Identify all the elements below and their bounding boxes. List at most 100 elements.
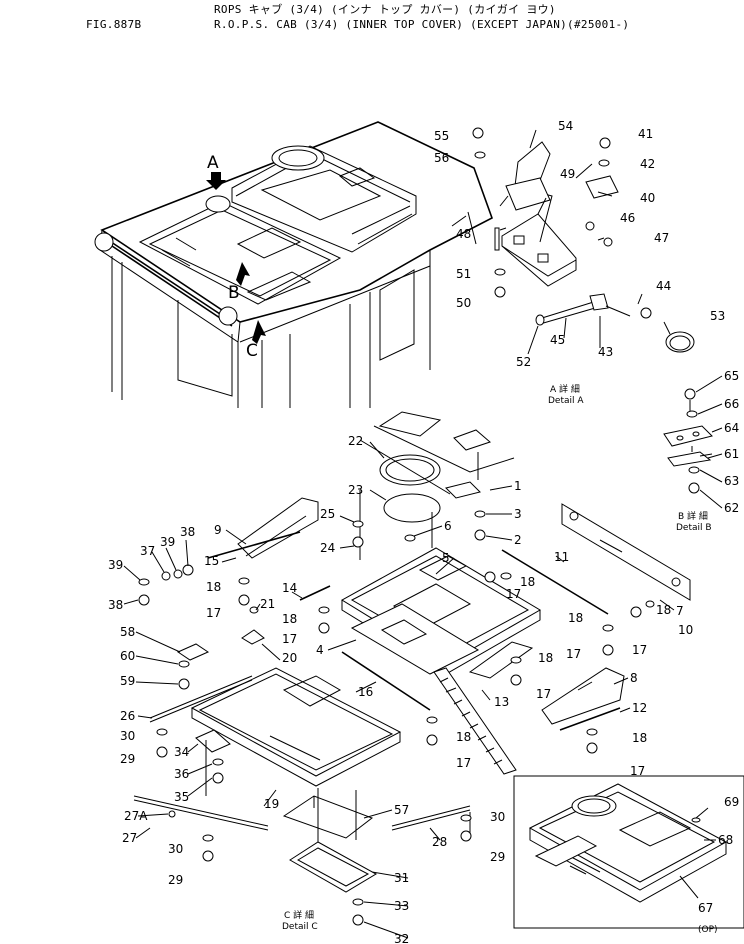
op-variant xyxy=(513,775,744,929)
callout-18g: 18 xyxy=(456,730,471,744)
cab-overview xyxy=(94,121,493,408)
callout-36: 36 xyxy=(174,767,189,781)
fasteners xyxy=(138,127,700,926)
detail-b-caption-en: Detail B xyxy=(676,523,712,533)
view-arrow-c: C xyxy=(246,320,266,361)
callout-12: 12 xyxy=(632,701,647,715)
callout-53: 53 xyxy=(710,309,725,323)
callout-2: 2 xyxy=(514,533,522,547)
callout-29c: 29 xyxy=(490,850,505,864)
detail-c-caption-en: Detail C xyxy=(282,922,318,932)
callout-52: 52 xyxy=(516,355,531,369)
detail-b-caption-jp: B 詳 細 xyxy=(678,510,708,522)
callout-41: 41 xyxy=(638,127,653,141)
callout-7: 7 xyxy=(676,604,684,618)
callout-27a: 27A xyxy=(124,809,148,823)
callout-labels: 1 2 3 4 5 6 7 8 9 10 11 12 13 14 15 16 1… xyxy=(108,119,739,944)
callout-55: 55 xyxy=(434,129,449,143)
callout-39a: 39 xyxy=(108,558,123,572)
callout-18h: 18 xyxy=(632,731,647,745)
callout-48: 48 xyxy=(456,227,471,241)
view-label-c: C xyxy=(246,341,258,361)
callout-17d: 17 xyxy=(566,647,581,661)
callout-49: 49 xyxy=(560,167,575,181)
callout-63: 63 xyxy=(724,474,739,488)
callout-30c: 30 xyxy=(490,810,505,824)
view-arrow-a: A xyxy=(206,153,226,190)
callout-69: 69 xyxy=(724,795,739,809)
callout-57: 57 xyxy=(394,803,409,817)
callout-68: 68 xyxy=(718,833,733,847)
callout-56: 56 xyxy=(434,151,449,165)
callout-5: 5 xyxy=(442,551,450,565)
figure-number: FIG.887B xyxy=(86,18,142,31)
callout-17e: 17 xyxy=(632,643,647,657)
callout-42: 42 xyxy=(640,157,655,171)
callout-18c: 18 xyxy=(520,575,535,589)
callout-23: 23 xyxy=(348,483,363,497)
detail-a-caption-en: Detail A xyxy=(548,396,584,406)
title-english: R.O.P.S. CAB (3/4) (INNER TOP COVER) (EX… xyxy=(214,18,630,31)
callout-26: 26 xyxy=(120,709,135,723)
callout-37: 37 xyxy=(140,544,155,558)
callout-30a: 30 xyxy=(120,729,135,743)
callout-45: 45 xyxy=(550,333,565,347)
callout-31: 31 xyxy=(394,871,409,885)
callout-18a: 18 xyxy=(206,580,221,594)
callout-1: 1 xyxy=(514,479,522,493)
callout-22: 22 xyxy=(348,434,363,448)
leader-lines xyxy=(123,375,723,939)
title-japanese: ROPS キャブ (3/4) (インナ トップ カバー) (カイガイ ヨウ) xyxy=(214,3,556,16)
callout-16: 16 xyxy=(358,685,373,699)
callout-17f: 17 xyxy=(536,687,551,701)
callout-43: 43 xyxy=(598,345,613,359)
callout-32: 32 xyxy=(394,932,409,944)
callout-51: 51 xyxy=(456,267,471,281)
exploded-main xyxy=(133,411,691,893)
callout-6: 6 xyxy=(444,519,452,533)
callout-17h: 17 xyxy=(630,764,645,778)
callout-19: 19 xyxy=(264,797,279,811)
callout-24: 24 xyxy=(320,541,335,555)
callout-34: 34 xyxy=(174,745,189,759)
callout-15: 15 xyxy=(204,554,219,568)
detail-a-caption-jp: A 詳 細 xyxy=(550,383,580,395)
callout-40: 40 xyxy=(640,191,655,205)
callout-9: 9 xyxy=(214,523,222,537)
callout-29a: 29 xyxy=(120,752,135,766)
callout-21: 21 xyxy=(260,597,275,611)
callout-30b: 30 xyxy=(168,842,183,856)
callout-17g: 17 xyxy=(456,756,471,770)
view-arrow-b: B xyxy=(228,262,250,303)
callout-66: 66 xyxy=(724,397,739,411)
callout-33: 33 xyxy=(394,899,409,913)
callout-18e: 18 xyxy=(656,603,671,617)
callout-20: 20 xyxy=(282,651,297,665)
callout-64: 64 xyxy=(724,421,739,435)
callout-18d: 18 xyxy=(568,611,583,625)
callout-62: 62 xyxy=(724,501,739,515)
callout-18f: 18 xyxy=(538,651,553,665)
callout-61: 61 xyxy=(724,447,739,461)
callout-11: 11 xyxy=(554,550,569,564)
callout-50: 50 xyxy=(456,296,471,310)
callout-4: 4 xyxy=(316,643,324,657)
callout-18b: 18 xyxy=(282,612,297,626)
callout-60: 60 xyxy=(120,649,135,663)
callout-39b: 39 xyxy=(160,535,175,549)
callout-17b: 17 xyxy=(282,632,297,646)
callout-67: 67 xyxy=(698,901,713,915)
callout-35: 35 xyxy=(174,790,189,804)
callout-17c: 17 xyxy=(506,587,521,601)
callout-28: 28 xyxy=(432,835,447,849)
callout-44: 44 xyxy=(656,279,671,293)
detail-b-assembly xyxy=(663,400,713,467)
callout-58: 58 xyxy=(120,625,135,639)
callout-38a: 38 xyxy=(180,525,195,539)
callout-10: 10 xyxy=(678,623,693,637)
detail-c-caption-jp: C 詳 細 xyxy=(284,909,314,921)
callout-8: 8 xyxy=(630,671,638,685)
callout-54: 54 xyxy=(558,119,573,133)
view-label-a: A xyxy=(207,153,219,173)
